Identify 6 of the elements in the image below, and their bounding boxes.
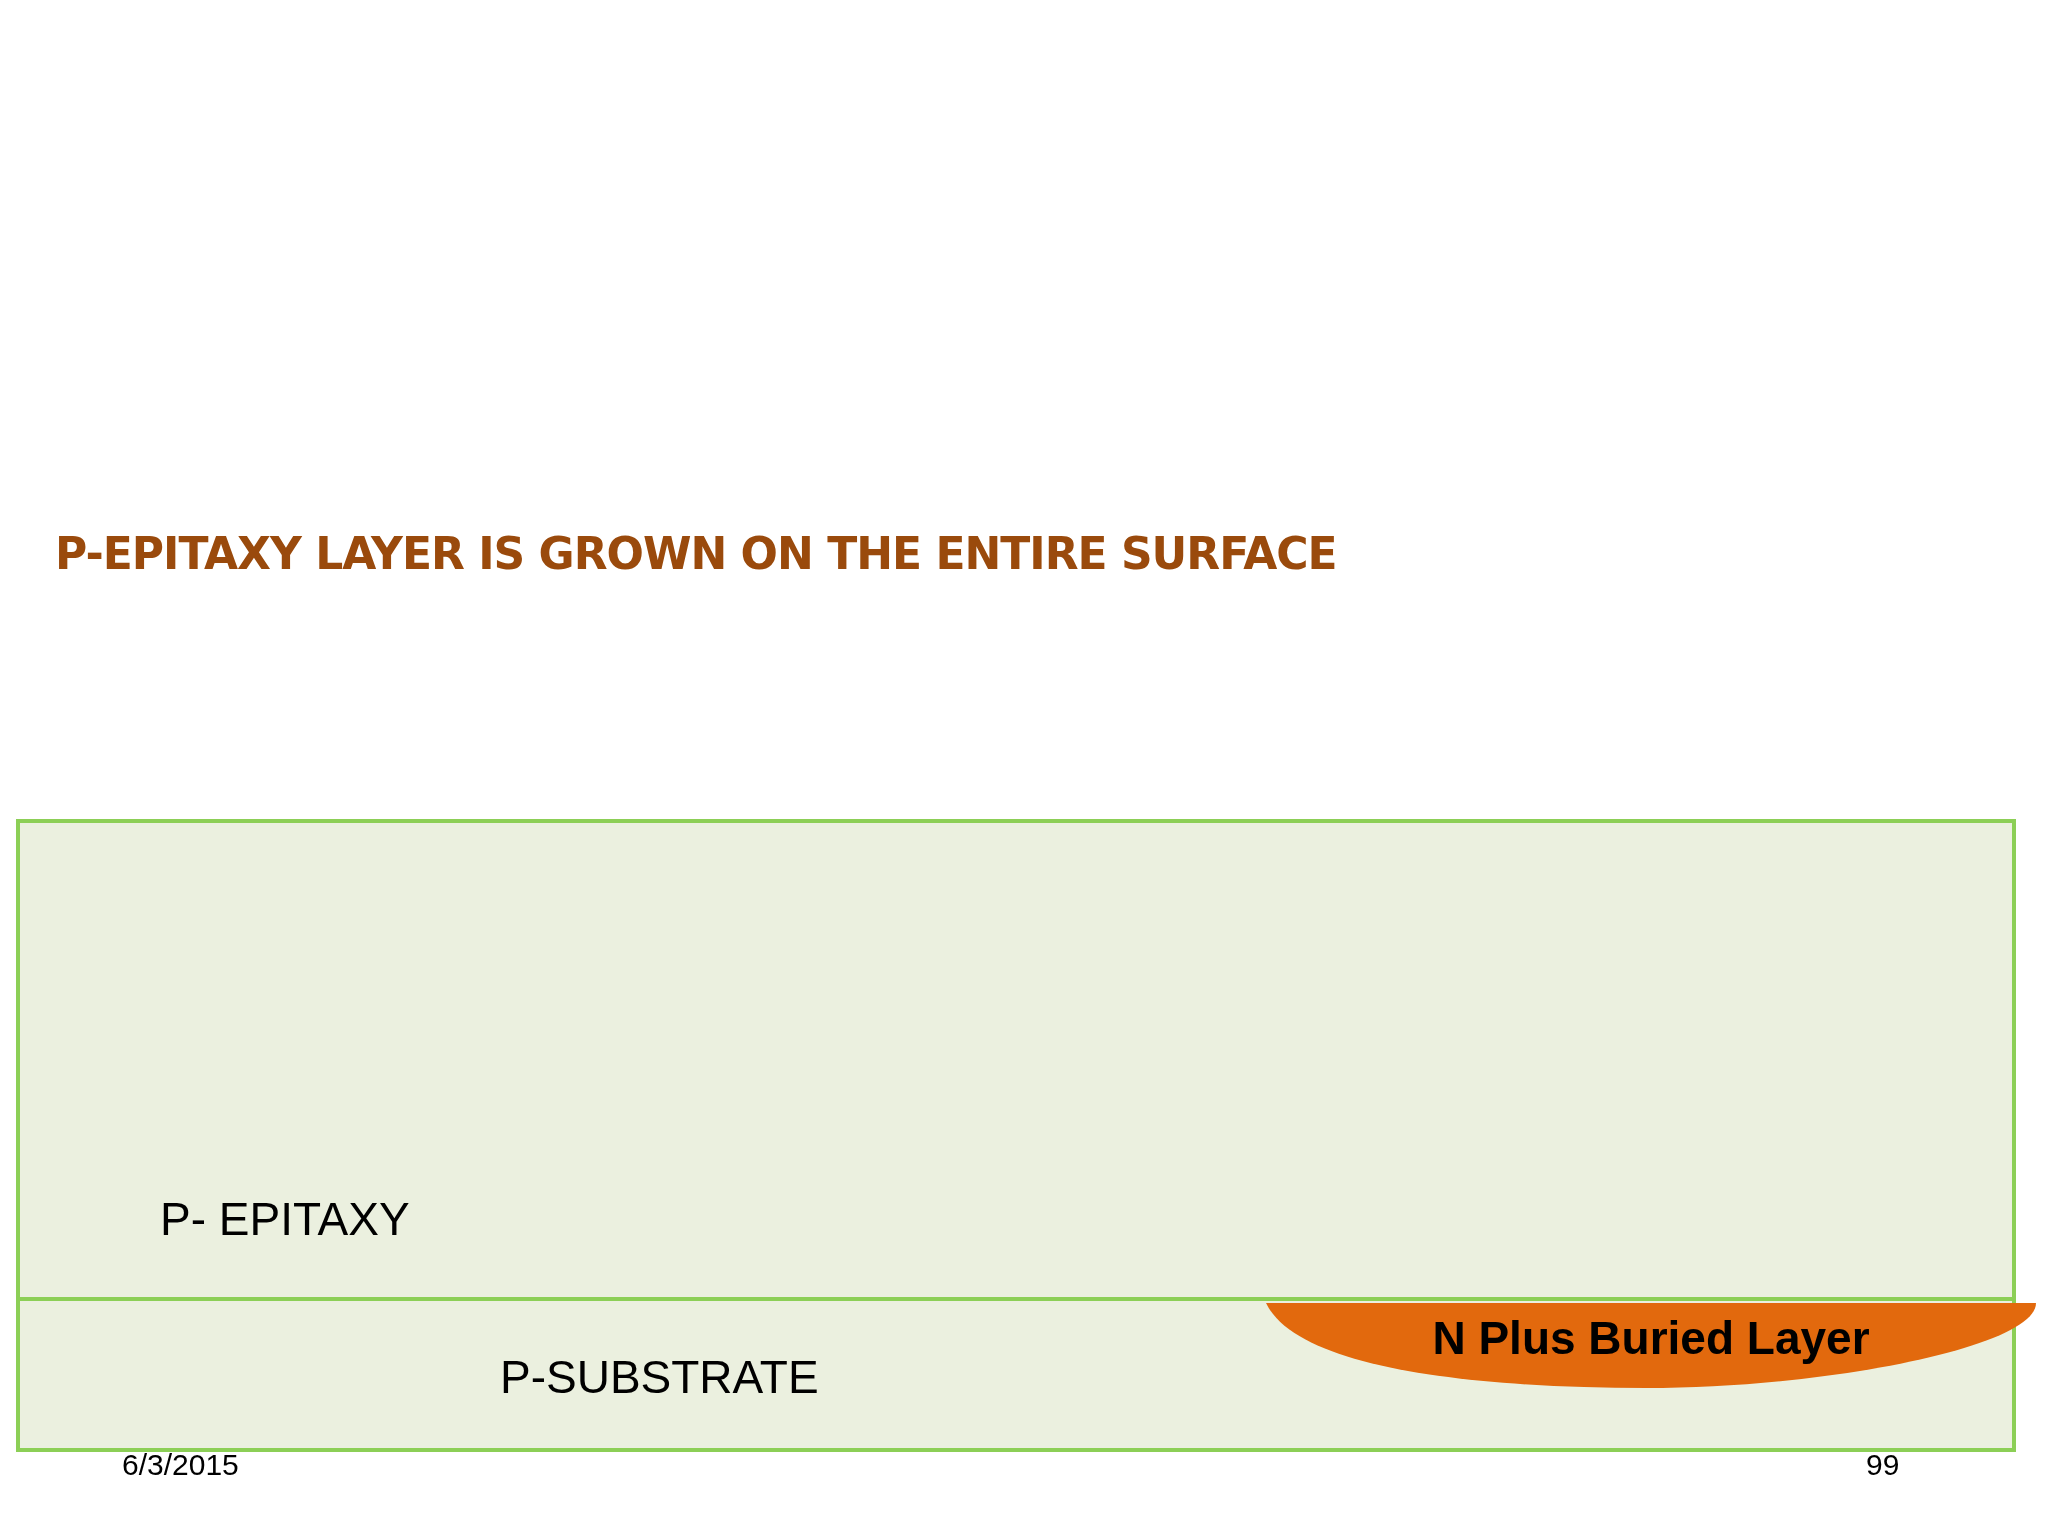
layer-label: P- EPITAXY: [160, 1193, 411, 1246]
page-number: 99: [1866, 1448, 1900, 1482]
date-label: 6/3/2015: [122, 1448, 239, 1482]
slide-title: P-EPITAXY LAYER IS GROWN ON THE ENTIRE SURFACE: [55, 528, 1337, 579]
layer-label: N Plus Buried Layer: [1431, 1311, 1871, 1365]
layer-label: P-SUBSTRATE: [500, 1351, 819, 1404]
